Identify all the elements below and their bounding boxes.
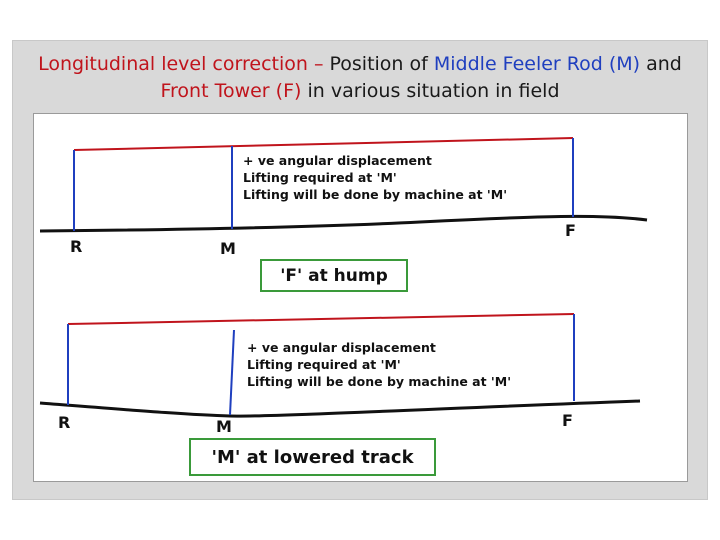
diagram-lowered: + ve angular displacement Lifting requir…: [39, 313, 641, 436]
label-r-2: R: [58, 413, 70, 432]
red-reference-line-2: [67, 313, 575, 325]
title-part-position: Position of: [329, 53, 434, 75]
caption-m-at-lowered-track: 'M' at lowered track: [189, 438, 436, 476]
diagram-hump: + ve angular displacement Lifting requir…: [39, 137, 648, 258]
note-2-line2: Lifting required at 'M': [247, 357, 401, 372]
rod-m-2: [229, 329, 235, 416]
label-m-2: M: [216, 417, 232, 436]
label-f-2: F: [562, 411, 573, 430]
track-line-2: [39, 399, 641, 418]
title-part-and: and: [640, 53, 682, 75]
note-1-line3: Lifting will be done by machine at 'M': [243, 187, 507, 202]
title-part-heading: Longitudinal level correction –: [38, 53, 330, 75]
note-1-line1: + ve angular displacement: [243, 153, 432, 168]
note-1-line2: Lifting required at 'M': [243, 170, 397, 185]
label-r-1: R: [70, 237, 82, 256]
diagram-panel: [33, 113, 688, 482]
title-part-front-tower: Front Tower (F): [160, 80, 302, 102]
slide-title: Longitudinal level correction – Position…: [30, 51, 690, 105]
note-2-line3: Lifting will be done by machine at 'M': [247, 374, 511, 389]
label-f-1: F: [565, 221, 576, 240]
track-line-1: [39, 214, 648, 233]
caption-f-at-hump: 'F' at hump: [260, 259, 408, 292]
note-2-line1: + ve angular displacement: [247, 340, 436, 355]
title-part-middle-feeler-rod: Middle Feeler Rod (M): [433, 53, 641, 75]
label-m-1: M: [220, 239, 236, 258]
red-reference-line-1: [73, 137, 574, 151]
title-part-situation: in various situation in field: [301, 80, 560, 102]
